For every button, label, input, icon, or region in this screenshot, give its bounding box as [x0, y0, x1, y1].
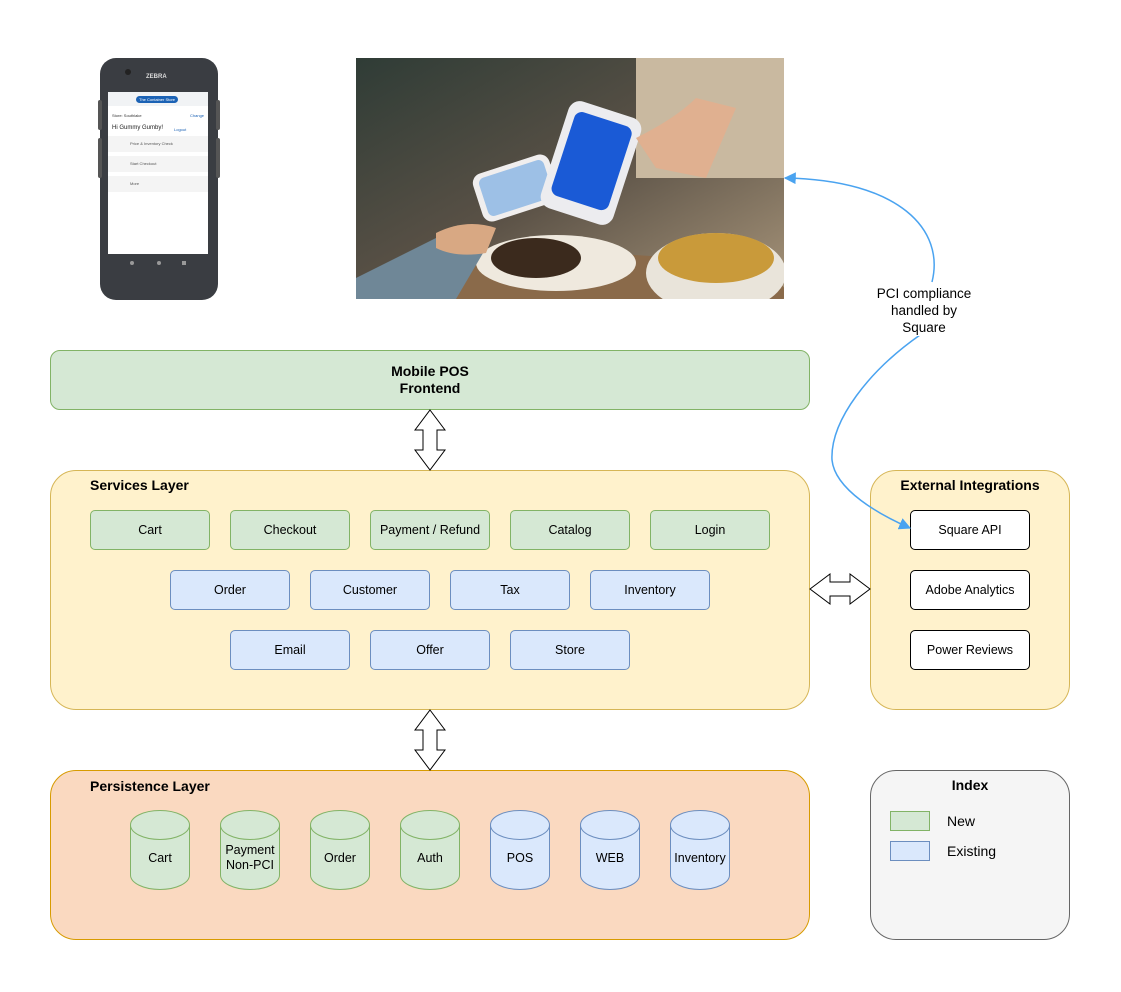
mobile-pos-frontend: Mobile POS Frontend [50, 350, 810, 410]
db-cart: Cart [130, 810, 190, 890]
phone-menu-item: More [130, 181, 140, 186]
db-label: WEB [595, 850, 625, 865]
service-checkout: Checkout [230, 510, 350, 550]
service-cart: Cart [90, 510, 210, 550]
db-inventory: Inventory [670, 810, 730, 890]
mobile-device-image: ZEBRA The Container Store Store: Southla… [98, 58, 220, 300]
pci-annotation-line1: PCI compliance [876, 286, 972, 301]
pci-annotation: PCI compliance handled by Square [866, 285, 982, 336]
phone-menu-item: Price & Inventory Check [130, 141, 173, 146]
service-offer: Offer [370, 630, 490, 670]
service-payment-refund: Payment / Refund [370, 510, 490, 550]
db-label: Payment [225, 843, 275, 857]
legend-existing-label: Existing [947, 843, 997, 859]
db-label: Cart [148, 850, 172, 865]
power-reviews: Power Reviews [910, 630, 1030, 670]
db-label-2: Non-PCI [226, 858, 274, 872]
frontend-services-arrow [414, 409, 446, 471]
db-order: Order [310, 810, 370, 890]
phone-greeting-link: Logout [174, 127, 187, 132]
services-layer-title: Services Layer [90, 477, 189, 493]
db-pos: POS [490, 810, 550, 890]
db-label: Order [324, 850, 356, 865]
service-order: Order [170, 570, 290, 610]
service-customer: Customer [310, 570, 430, 610]
service-email: Email [230, 630, 350, 670]
index-title: Index [951, 777, 989, 793]
phone-store-label: Store: Southlake [112, 113, 142, 118]
pci-annotation-line3: Square [902, 320, 946, 335]
pci-curve-to-photo [783, 172, 935, 283]
db-web: WEB [580, 810, 640, 890]
db-label: POS [506, 850, 534, 865]
legend-new-label: New [947, 813, 976, 829]
services-external-arrow [809, 573, 871, 605]
persistence-layer-title: Persistence Layer [90, 778, 210, 794]
service-inventory: Inventory [590, 570, 710, 610]
adobe-analytics: Adobe Analytics [910, 570, 1030, 610]
legend-new-swatch [890, 811, 930, 831]
payment-photo [356, 58, 784, 299]
services-persistence-arrow [414, 709, 446, 771]
db-label: Inventory [674, 850, 726, 865]
service-login: Login [650, 510, 770, 550]
db-label: Auth [417, 850, 443, 865]
phone-header-pill: The Container Store [136, 96, 179, 103]
frontend-title-line2: Frontend [399, 380, 461, 396]
service-tax: Tax [450, 570, 570, 610]
external-integrations-title: External Integrations [900, 477, 1040, 493]
phone-brand: ZEBRA [146, 74, 167, 80]
phone-menu-item: Start Checkout [130, 161, 157, 166]
frontend-title-line1: Mobile POS [391, 363, 469, 379]
square-api: Square API [910, 510, 1030, 550]
service-store: Store [510, 630, 630, 670]
service-catalog: Catalog [510, 510, 630, 550]
phone-change-link: Change [190, 113, 205, 118]
pci-curve-to-square-api [831, 334, 921, 530]
pci-annotation-line2: handled by [890, 303, 958, 318]
legend-existing-swatch [890, 841, 930, 861]
db-auth: Auth [400, 810, 460, 890]
phone-greeting: Hi Gummy Gumby! [112, 125, 164, 131]
